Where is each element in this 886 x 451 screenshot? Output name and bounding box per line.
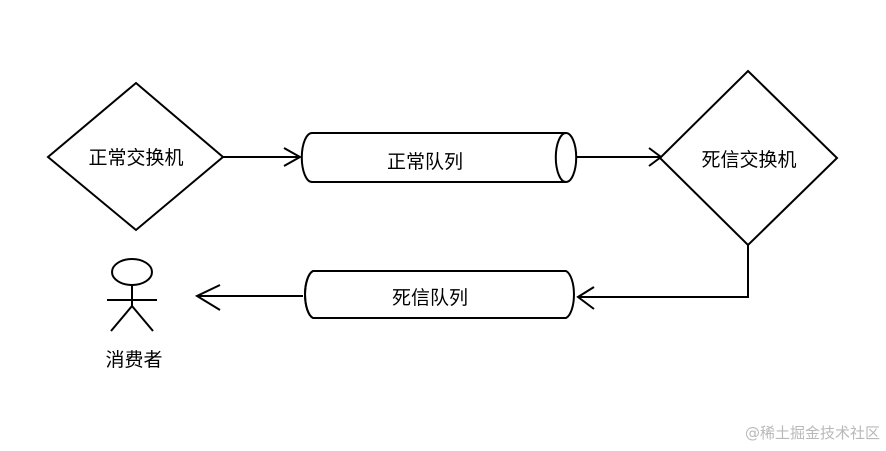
arrow-dlx-to-dlq-head — [576, 286, 595, 310]
dead-letter-queue-cylinder-edge — [304, 270, 314, 319]
dead-letter-exchange-label: 死信交换机 — [701, 149, 796, 171]
normal-queue-cylinder-edge — [554, 132, 567, 183]
normal-exchange-label: 正常交换机 — [88, 147, 183, 169]
arrow-exchange-to-queue-head — [283, 147, 303, 167]
consumer-label: 消费者 — [105, 349, 162, 371]
normal-queue-label: 正常队列 — [387, 151, 463, 173]
consumer-actor-icon — [107, 258, 157, 332]
arrow-dlx-to-dlq-line — [578, 245, 749, 298]
dead-letter-queue-label: 死信队列 — [392, 287, 468, 309]
arrow-dlq-to-consumer-head — [194, 284, 221, 311]
normal-exchange-diamond — [46, 81, 225, 232]
watermark: @稀土掘金技术社区 — [744, 424, 880, 442]
